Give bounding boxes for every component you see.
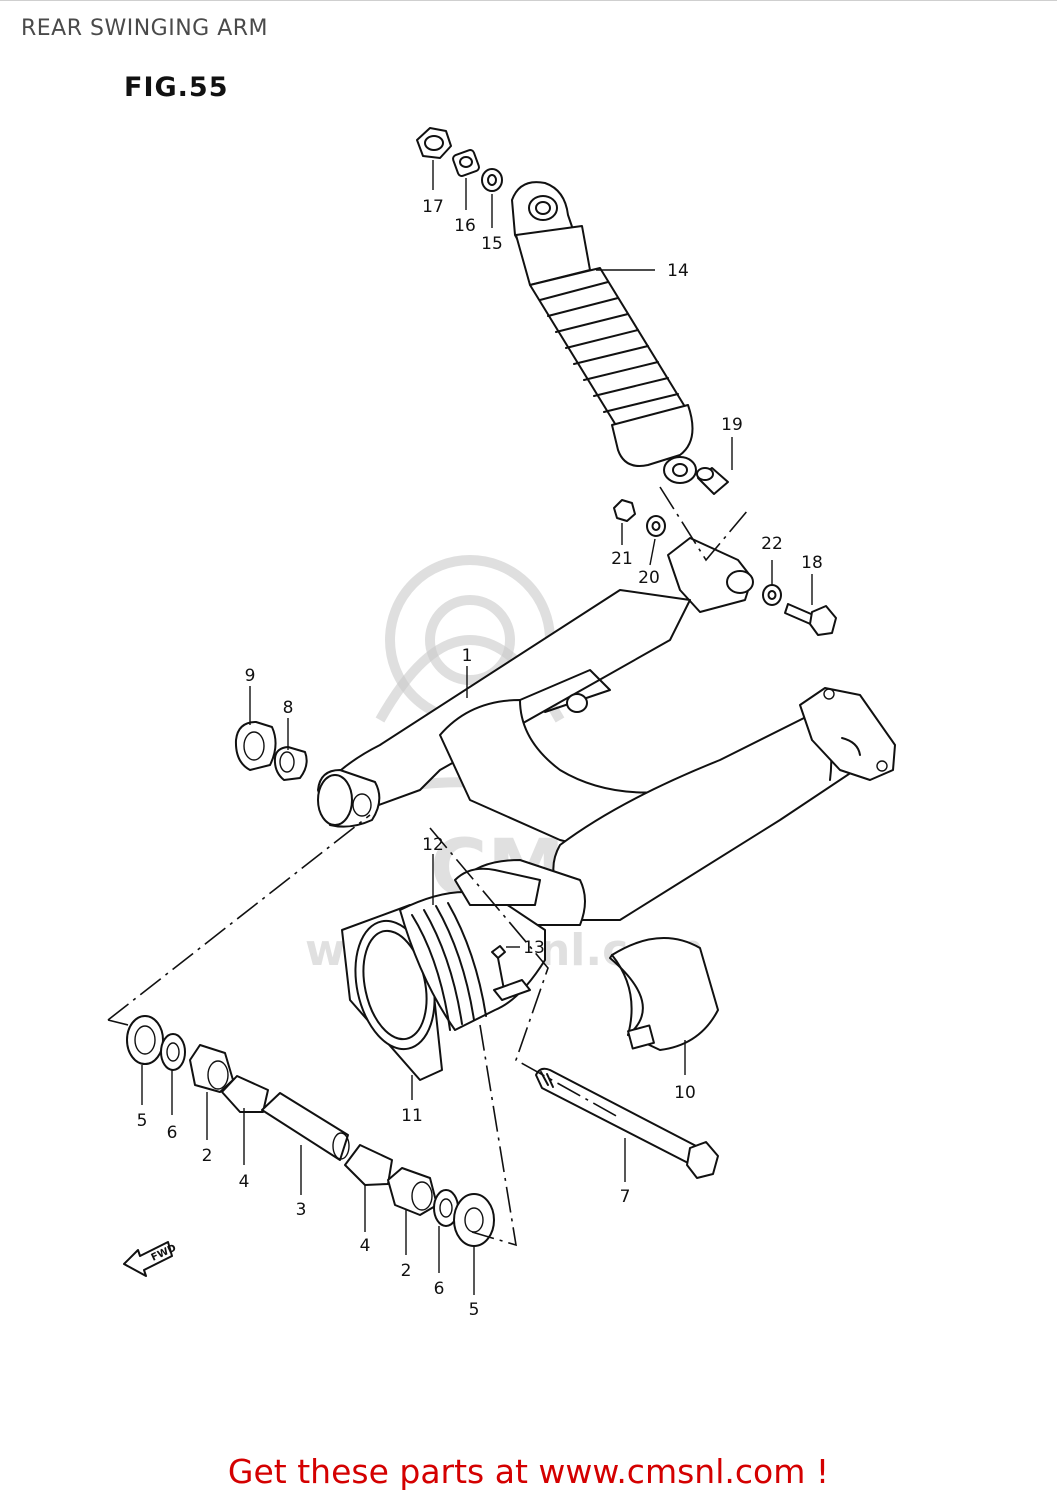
callout-12: 12 [422,835,444,855]
callout-15: 15 [481,234,503,254]
center-lines [107,486,749,1247]
callout-6-right: 6 [434,1279,445,1299]
forward-arrow-icon: FWD [123,1241,178,1277]
cap-9 [234,721,277,771]
callout-17: 17 [422,197,444,217]
page-title: REAR SWINGING ARM [21,16,269,41]
callout-5-left: 5 [137,1111,148,1131]
spacer-4-right [344,1144,393,1186]
callout-1: 1 [462,646,473,666]
cta-link-text[interactable]: Get these parts at www.cmsnl.com ! [227,1452,830,1491]
callout-22: 22 [761,534,783,554]
washer-20 [646,515,666,537]
collar-16 [452,149,480,177]
callout-20: 20 [638,568,660,588]
callout-18: 18 [801,553,823,573]
top-rule [0,0,1057,1]
leader-lines [141,160,813,1295]
spacer-3 [261,1092,350,1161]
seal-5-left [126,1015,164,1065]
callout-9: 9 [245,666,256,686]
callout-6-left: 6 [167,1123,178,1143]
collar-19 [696,467,729,495]
boot-11-12 [341,867,546,1081]
nut-21 [613,499,636,522]
callout-3: 3 [296,1200,307,1220]
washer-22 [762,584,782,606]
collar-8 [273,746,308,781]
spacer-4-left [221,1075,269,1113]
callout-7: 7 [620,1187,631,1207]
callout-8: 8 [283,698,294,718]
callout-19: 19 [721,415,743,435]
washer-15 [481,168,503,192]
washer-6-left [160,1033,186,1071]
swinging-arm-1 [317,537,896,926]
washer-6-right [433,1189,459,1227]
callout-10: 10 [674,1083,696,1103]
callout-13: 13 [523,938,545,958]
bolt-18 [784,603,837,636]
bearing-2-left [189,1044,234,1093]
callout-16: 16 [454,216,476,236]
callout-4-right: 4 [360,1236,371,1256]
pivot-bolt-7 [535,1067,719,1179]
seal-5-right [453,1193,495,1247]
callout-21: 21 [611,549,633,569]
callout-11: 11 [401,1106,423,1126]
cta-link[interactable]: Get these parts at www.cmsnl.com ! [0,1452,1057,1491]
top-nut-17 [416,127,452,159]
callout-numbers: 17 16 15 14 19 21 20 22 18 1 9 8 12 13 1… [137,197,823,1320]
callout-2-left: 2 [202,1146,213,1166]
figure-label: FIG.55 [124,72,229,103]
screw-13 [491,945,531,1001]
callout-14: 14 [667,261,689,281]
bearing-2-right [387,1167,438,1216]
callout-5-right: 5 [469,1300,480,1320]
shock-absorber-14 [511,181,697,484]
callout-4-left: 4 [239,1172,250,1192]
callout-2-right: 2 [401,1261,412,1281]
cover-10 [609,937,719,1051]
